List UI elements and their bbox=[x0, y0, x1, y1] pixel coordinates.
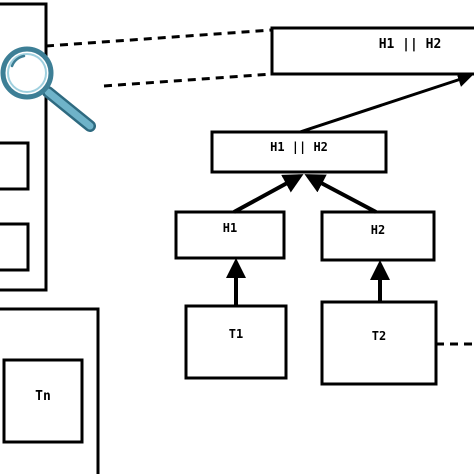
left-container-box-1 bbox=[0, 141, 30, 191]
arrow-mid-to-root bbox=[299, 72, 473, 134]
mid-combined-node bbox=[210, 130, 388, 174]
tx-bottom-node bbox=[2, 358, 84, 444]
left-container-box-2 bbox=[0, 222, 30, 272]
tx-right-label: T2 bbox=[372, 329, 386, 343]
hash-left-label: H1 bbox=[223, 221, 237, 235]
tx-left-node bbox=[184, 304, 288, 380]
left-container-top bbox=[0, 2, 48, 292]
root-node bbox=[270, 26, 474, 76]
dashed-line-lower bbox=[103, 72, 273, 88]
arrow-hash-right-to-mid bbox=[304, 174, 377, 214]
dashed-line-upper bbox=[45, 28, 273, 48]
tx-right-node bbox=[320, 300, 438, 386]
left-container-bottom bbox=[0, 307, 100, 474]
hash-left-node bbox=[174, 210, 286, 260]
magnifying-glass-icon bbox=[0, 46, 96, 132]
tx-bottom-label: Tn bbox=[35, 389, 51, 404]
arrow-hash-left-to-mid bbox=[233, 174, 304, 214]
root-node-label: H1 || H2 bbox=[379, 37, 442, 52]
tx-left-label: T1 bbox=[229, 327, 243, 341]
mid-combined-label: H1 || H2 bbox=[270, 140, 328, 154]
hash-right-label: H2 bbox=[371, 223, 385, 237]
